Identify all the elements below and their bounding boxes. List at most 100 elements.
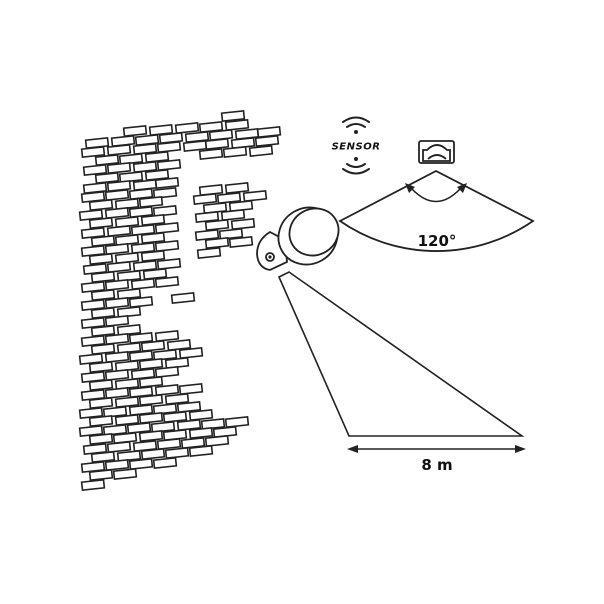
brick (152, 186, 178, 200)
brick (80, 298, 106, 312)
brick (204, 434, 230, 448)
brick (154, 176, 180, 190)
brick (118, 170, 144, 184)
detection-angle-fan (338, 169, 535, 252)
brick (154, 275, 180, 289)
brick (78, 208, 104, 222)
brick (138, 429, 164, 443)
brick (128, 457, 154, 471)
brick (166, 338, 192, 352)
brick (130, 277, 156, 291)
brick (104, 458, 130, 472)
brick (204, 137, 230, 151)
brick (106, 161, 132, 175)
brick (90, 450, 116, 464)
brick (116, 269, 142, 283)
detection-angle-label: 120° (418, 232, 457, 250)
brick (156, 158, 182, 172)
brick (104, 386, 130, 400)
brick (164, 392, 190, 406)
brick (102, 423, 128, 437)
brick (106, 224, 132, 238)
brick (156, 257, 182, 271)
brick (104, 368, 130, 382)
brick (138, 411, 164, 425)
brick (152, 402, 178, 416)
brick (140, 213, 166, 227)
brick-wall-icon (78, 109, 282, 492)
brick (208, 128, 234, 142)
brick (80, 280, 106, 294)
brick (78, 352, 104, 366)
brick (174, 121, 200, 135)
brick (198, 147, 224, 161)
brick (110, 134, 136, 148)
brick (140, 249, 166, 263)
brick (94, 153, 120, 167)
brick (114, 413, 140, 427)
brick (156, 140, 182, 154)
brick (80, 478, 106, 492)
brick (178, 346, 204, 360)
brick (154, 383, 180, 397)
brick (88, 432, 114, 446)
brick (156, 437, 182, 451)
brick (78, 424, 104, 438)
brick (116, 449, 142, 463)
brick (88, 198, 114, 212)
brick (188, 408, 214, 422)
brick (104, 296, 130, 310)
sensor-label: SENSOR (332, 142, 381, 153)
brick (88, 252, 114, 266)
brick (88, 378, 114, 392)
brick (222, 145, 248, 159)
brick (88, 468, 114, 482)
brick (116, 323, 142, 337)
brick (170, 291, 196, 305)
wall-lamp-icon (256, 206, 340, 271)
pir-sensor-housing-icon (418, 140, 455, 164)
brick (192, 192, 218, 206)
brick (112, 467, 138, 481)
brick (84, 136, 110, 150)
brick (80, 145, 106, 159)
detection-range-cone (277, 271, 525, 437)
brick (90, 306, 116, 320)
brick (224, 118, 250, 132)
brick (152, 204, 178, 218)
brick (152, 348, 178, 362)
brick (104, 332, 130, 346)
brick (220, 109, 246, 123)
brick (114, 395, 140, 409)
brick (104, 206, 130, 220)
brick (88, 360, 114, 374)
brick (154, 365, 180, 379)
brick (182, 139, 208, 153)
brick (80, 226, 106, 240)
brick (142, 267, 168, 281)
brick (204, 236, 230, 250)
brick (188, 426, 214, 440)
brick (176, 400, 202, 414)
brick (88, 216, 114, 230)
brick (194, 210, 220, 224)
brick (128, 349, 154, 363)
brick (132, 259, 158, 273)
brick (152, 456, 178, 470)
brick (248, 144, 274, 158)
brick (90, 234, 116, 248)
brick (104, 350, 130, 364)
brick (104, 278, 130, 292)
brick (128, 403, 154, 417)
brick (132, 178, 158, 192)
brick (242, 189, 268, 203)
brick (128, 187, 154, 201)
brick (132, 142, 158, 156)
brick (116, 305, 142, 319)
brick (140, 447, 166, 461)
brick (194, 228, 220, 242)
brick (254, 134, 280, 148)
motion-sensor-waves-icon (342, 116, 370, 175)
brick (122, 124, 148, 138)
